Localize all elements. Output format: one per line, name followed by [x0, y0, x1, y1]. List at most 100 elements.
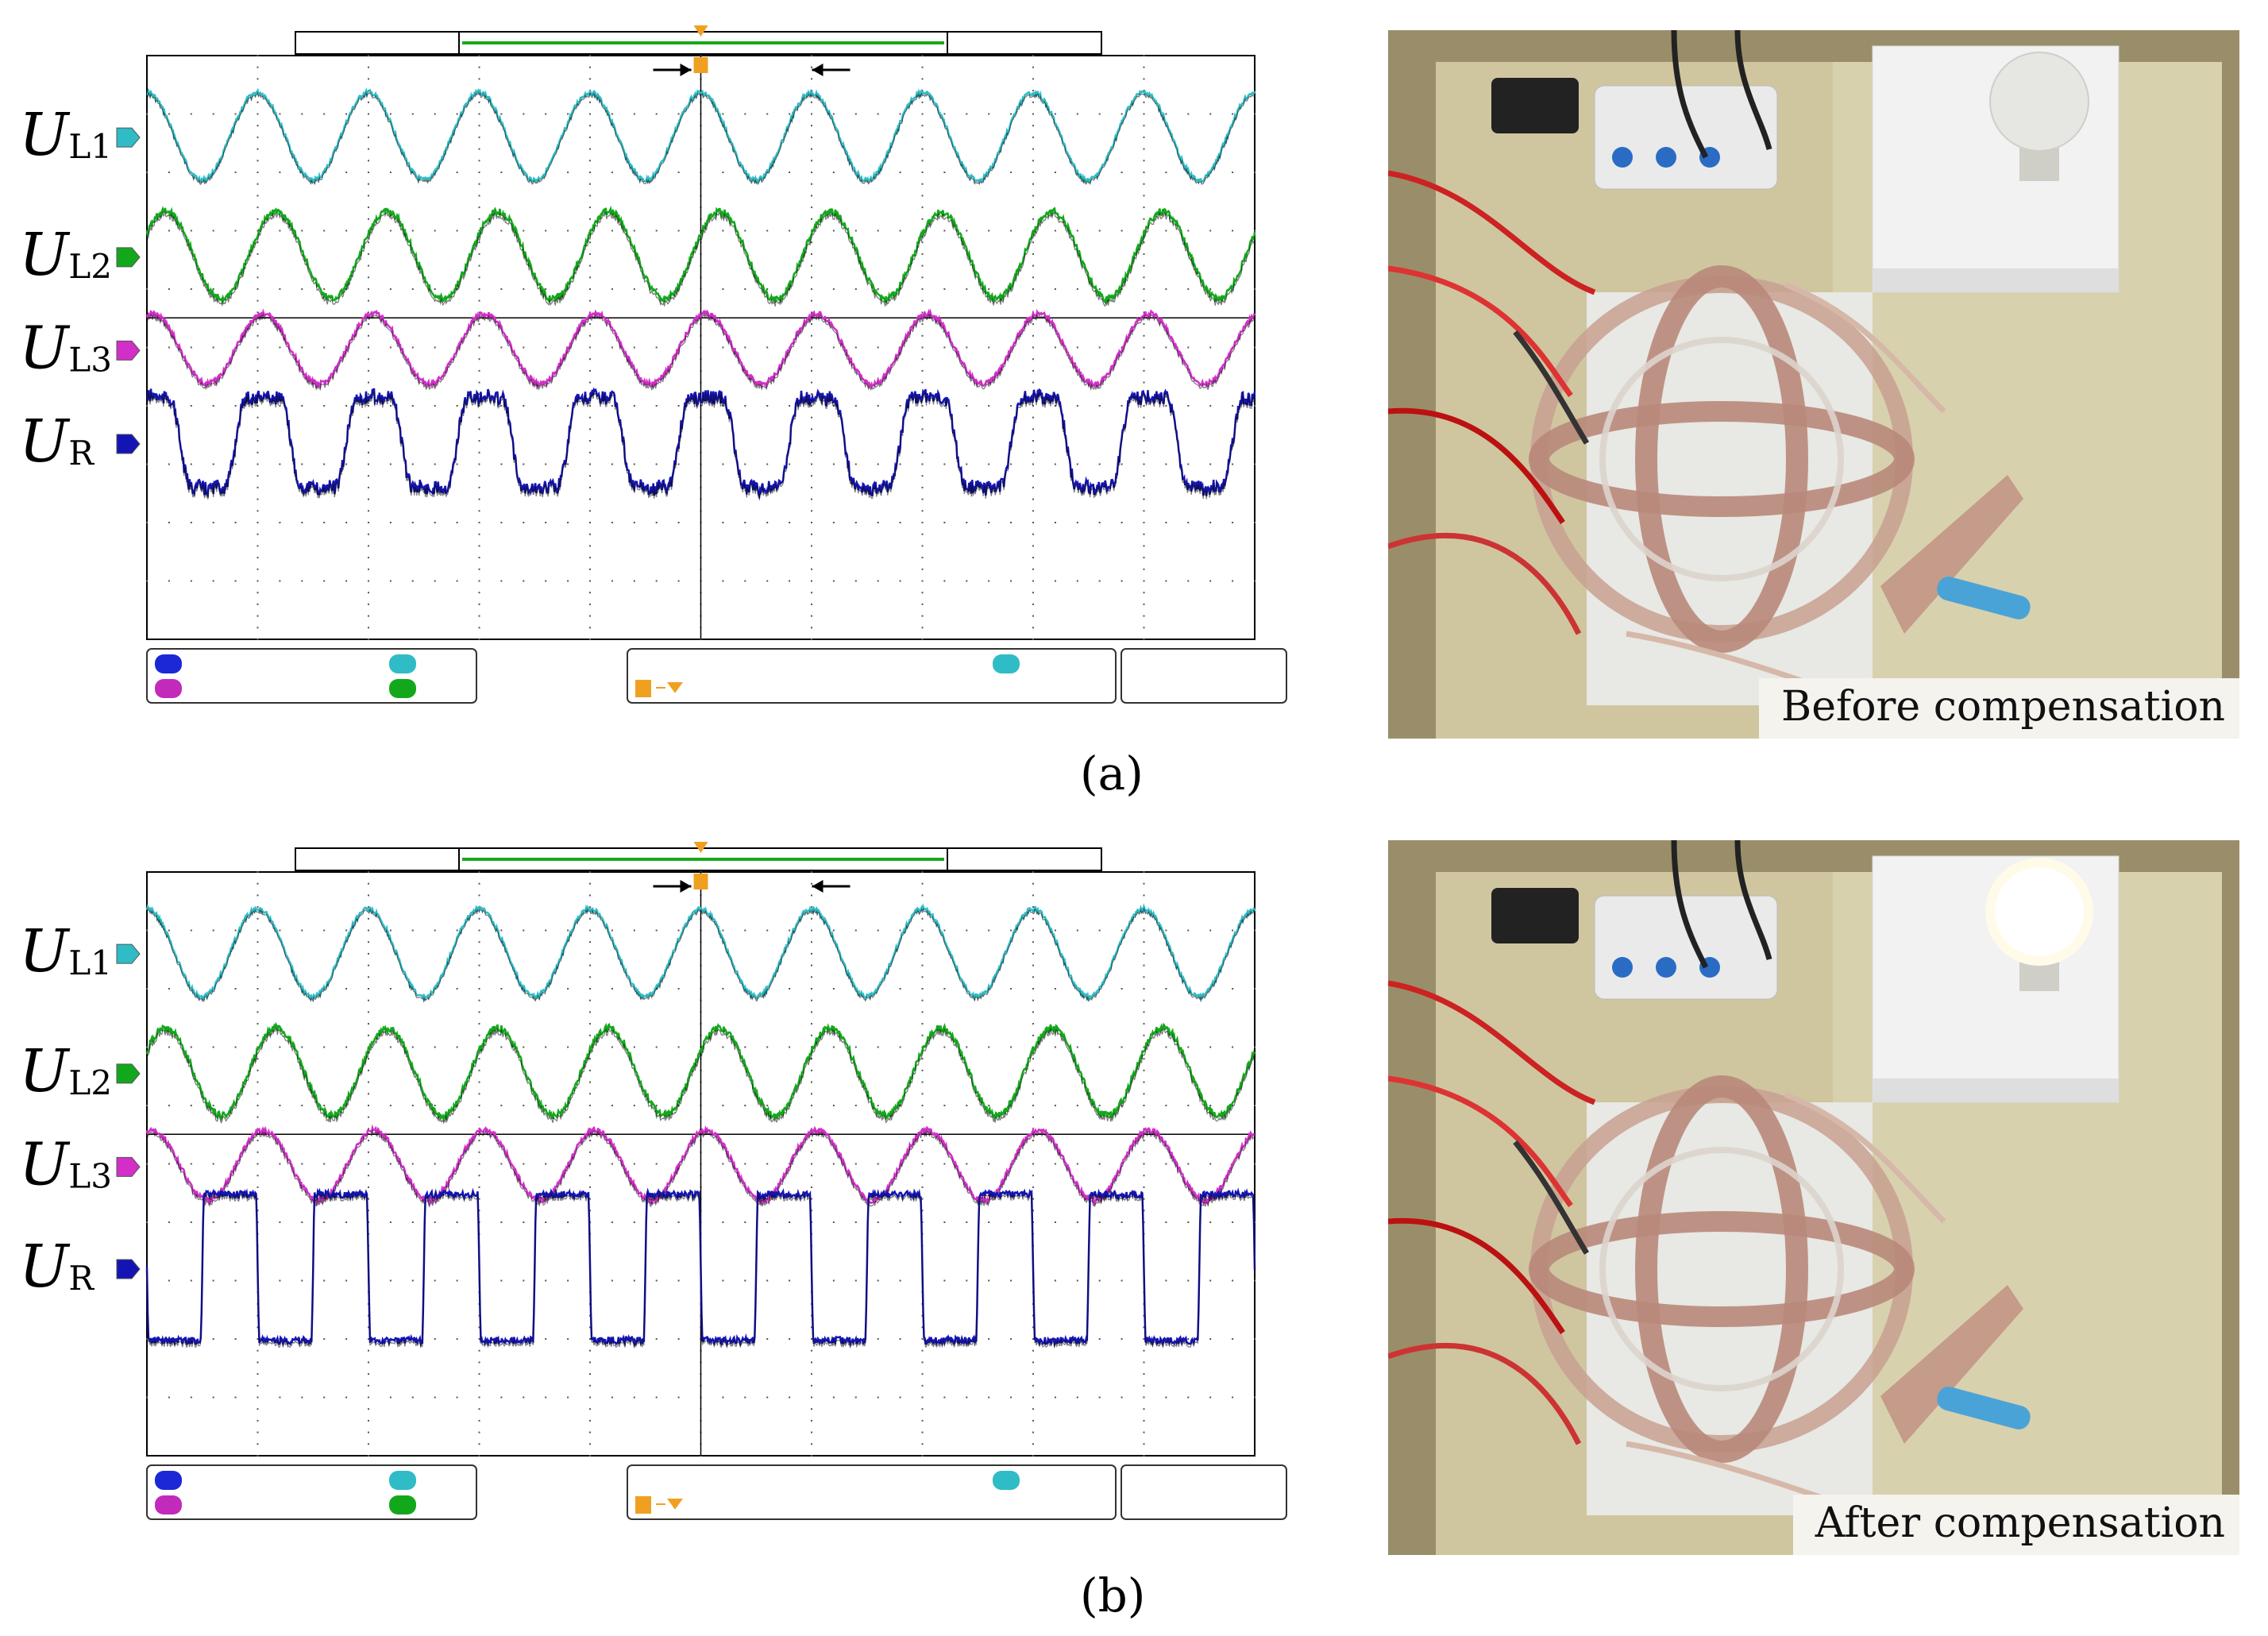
grid-dot [921, 1034, 924, 1036]
cable [1784, 281, 1946, 414]
grid-dot [368, 639, 369, 640]
grid-dot [545, 463, 547, 465]
grid-dot [1254, 113, 1256, 115]
grid-dot [589, 160, 591, 162]
grid-dot [567, 172, 569, 173]
grid-dot [854, 580, 857, 582]
grid-dot [589, 522, 591, 523]
grid-dot [921, 113, 924, 115]
grid-dot [368, 125, 369, 127]
grid-dot [811, 1396, 812, 1399]
grid-dot [256, 113, 259, 115]
grid-dot [811, 475, 812, 477]
grid-dot [677, 522, 680, 523]
grid-dot [500, 1279, 503, 1282]
grid-dot [256, 568, 259, 570]
grid-dot [811, 1326, 812, 1329]
grid-dot [1143, 440, 1145, 442]
grid-dot [478, 101, 480, 103]
grid-dot [434, 463, 436, 465]
grid-dot [722, 113, 724, 115]
grid-dot [1143, 428, 1145, 430]
grid-dot [1143, 405, 1145, 407]
grid-dot [1120, 988, 1123, 990]
grid-dot [523, 463, 525, 465]
grid-dot [611, 230, 613, 232]
grid-dot [966, 1396, 968, 1399]
grid-dot [1032, 557, 1034, 559]
grid-dot [478, 1419, 480, 1422]
grid-dot [988, 1338, 990, 1340]
grid-dot [921, 230, 924, 232]
grid-dot [589, 1163, 591, 1165]
grid-dot [256, 964, 259, 967]
grid-dot [368, 369, 369, 372]
grid-dot [1187, 288, 1190, 290]
grid-dot [811, 288, 812, 290]
grid-dot [1143, 882, 1145, 885]
grid-dot [1143, 1023, 1145, 1025]
grid-dot [478, 568, 480, 570]
grid-dot [1076, 1221, 1078, 1223]
grid-dot [1032, 882, 1034, 885]
series-label-main: U [19, 407, 71, 476]
grid-dot [811, 241, 812, 244]
grid-dot [832, 288, 835, 290]
grid-dot [279, 522, 281, 523]
grid-dot [589, 125, 591, 127]
grid-dot [146, 580, 148, 582]
series-label-subscript: L2 [68, 1063, 112, 1102]
grid-dot [1143, 1419, 1145, 1422]
grid-dot [1054, 1105, 1056, 1106]
grid-dot [811, 358, 812, 361]
grid-dot [500, 405, 503, 407]
grid-dot [1032, 369, 1034, 372]
grid-dot [943, 230, 946, 232]
grid-dot [168, 463, 170, 465]
grid-dot [411, 522, 414, 523]
grid-dot [567, 1279, 569, 1282]
grid-dot [899, 1396, 901, 1399]
grid-dot [1032, 1338, 1034, 1340]
coil-ring [1529, 401, 1915, 517]
grid-dot [1165, 1105, 1167, 1106]
grid-dot [1098, 1163, 1101, 1165]
grid-dot [323, 929, 326, 932]
grid-dot [1143, 358, 1145, 361]
grid-dot [1232, 172, 1234, 173]
grid-dot [323, 405, 326, 407]
grid-dot [811, 988, 812, 990]
grid-dot [434, 929, 436, 932]
grid-dot [545, 1221, 547, 1223]
grid-dot [368, 1384, 369, 1387]
grid-dot [323, 288, 326, 290]
grid-dot [811, 498, 812, 500]
grid-dot [744, 1105, 746, 1106]
grid-dot [589, 1419, 591, 1422]
grid-dot [921, 463, 924, 465]
grid-dot [921, 299, 924, 302]
grid-dot [589, 1443, 591, 1445]
grid-dot [1143, 1349, 1145, 1352]
grid-dot [1187, 230, 1190, 232]
grid-dot [434, 113, 436, 115]
grid-dot [523, 522, 525, 523]
grid-dot [722, 1163, 724, 1165]
grid-dot [478, 1361, 480, 1364]
grid-dot [1032, 533, 1034, 535]
grid-dot [966, 929, 968, 932]
grid-dot [478, 1431, 480, 1433]
grid-dot [256, 299, 259, 302]
grid-dot [854, 522, 857, 523]
grid-dot [234, 988, 237, 990]
grid-dot [256, 195, 259, 197]
grid-dot [611, 1163, 613, 1165]
grid-dot [1143, 952, 1145, 955]
grid-dot [589, 264, 591, 267]
grid-dot [811, 101, 812, 103]
grid-dot [921, 334, 924, 337]
grid-dot [234, 1221, 237, 1223]
grid-dot [811, 264, 812, 267]
grid-dot [1032, 78, 1034, 80]
grid-dot [1187, 1338, 1190, 1340]
